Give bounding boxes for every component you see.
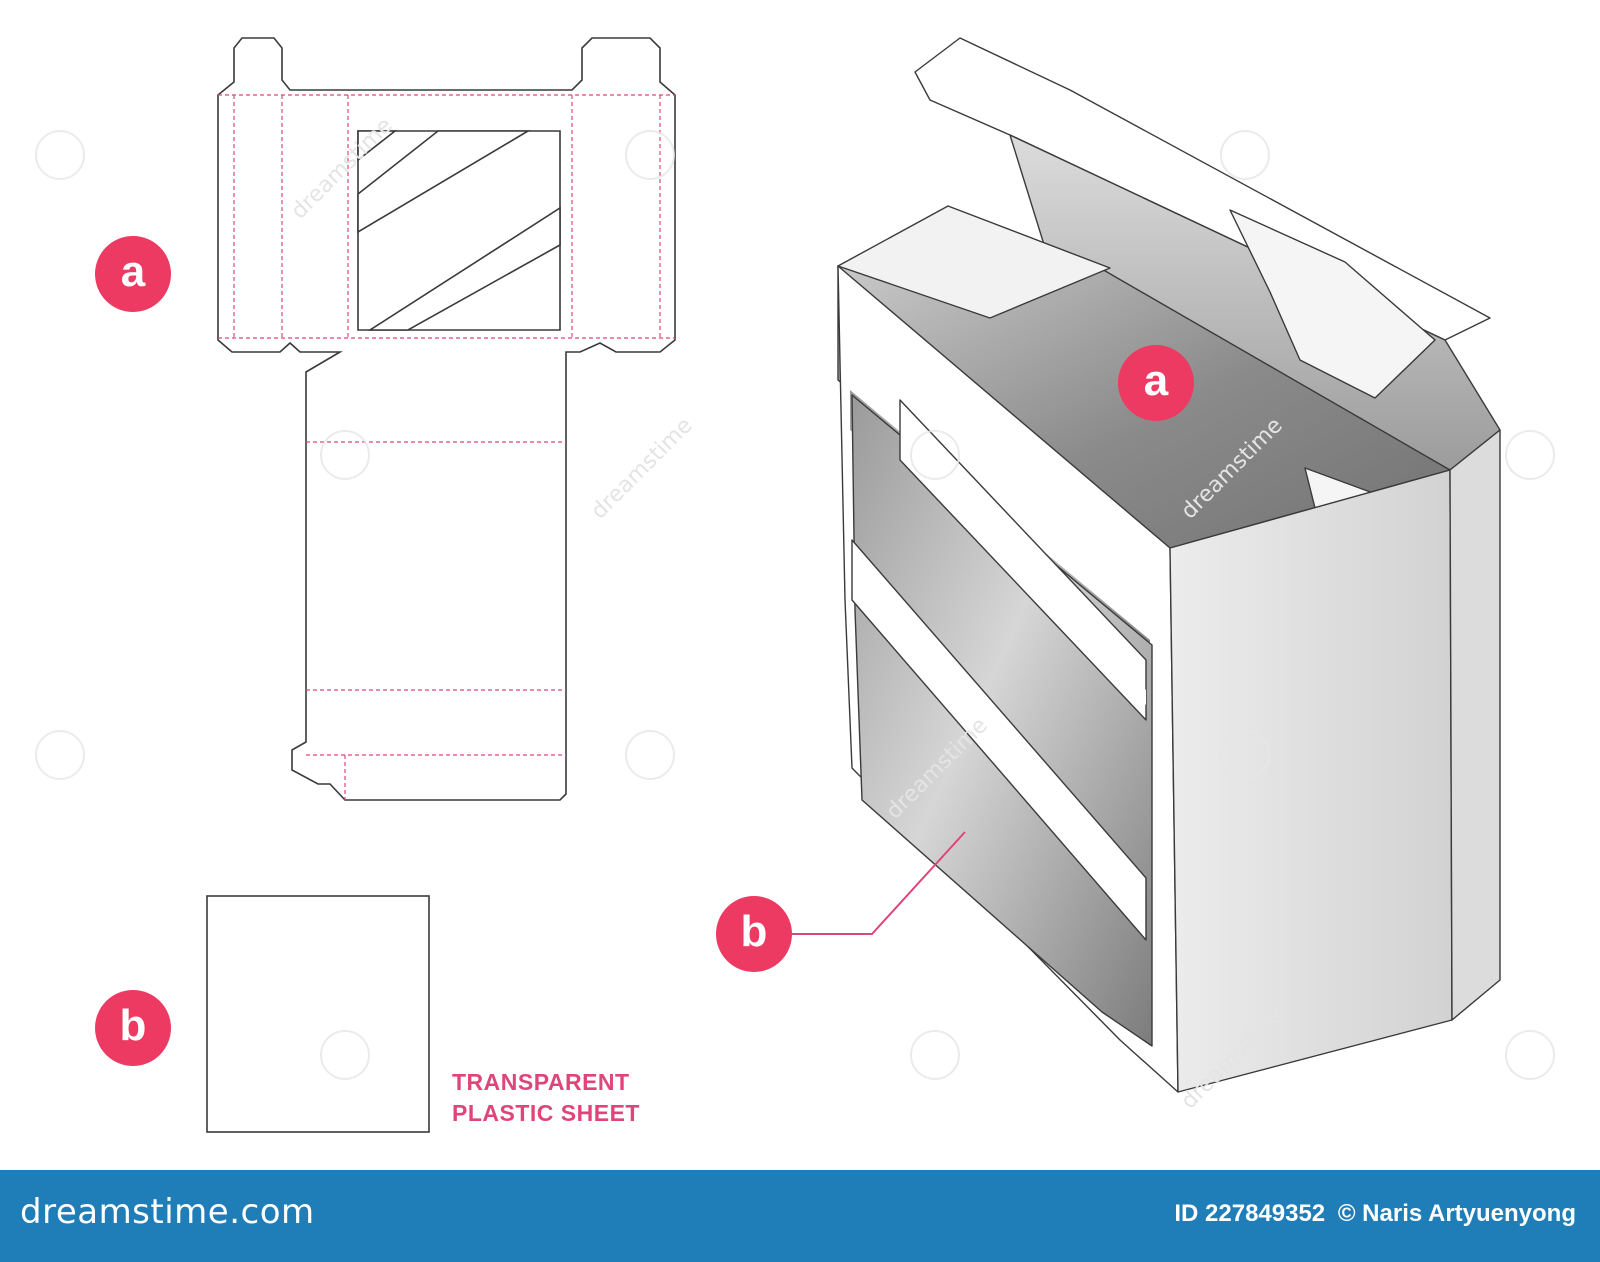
dieline-creases: [218, 94, 675, 800]
footer-logo: dreamstime.com: [20, 1192, 315, 1232]
box-slat-3: [930, 455, 1146, 705]
caption-line-1: TRANSPARENT: [452, 1069, 630, 1095]
dieline-window-slat-2: [357, 130, 531, 234]
label-a-dieline: a: [95, 236, 171, 312]
dieline-window-slat-3: [367, 206, 561, 331]
watermark: [35, 130, 1555, 1080]
box-flap-left: [837, 205, 1111, 319]
box-slat-1: [851, 539, 1147, 941]
caption-line-2: PLASTIC SHEET: [452, 1100, 640, 1126]
footer-image-id: ID 227849352: [1174, 1200, 1326, 1227]
watermark-text: dreamstime: [587, 413, 698, 524]
pointer-line-b: [792, 831, 966, 935]
label-b-sheet: b: [95, 990, 171, 1066]
dieline-outer-cut: [217, 37, 676, 801]
box-side-edge: [1449, 429, 1501, 1021]
box-side-face: [1169, 469, 1453, 1093]
box-flap-right: [1229, 209, 1436, 399]
diagram-canvas: dreamstime dreamstime dreamstime dreamst…: [35, 37, 1555, 1133]
label-b-box: b: [716, 896, 792, 972]
label-a-box: a: [1118, 345, 1194, 421]
box-3d: [837, 37, 1501, 1093]
dieline-window-slat-1: [357, 130, 398, 162]
footer-author: © Naris Artyuenyong: [1337, 1200, 1576, 1227]
plastic-sheet: [206, 895, 430, 1133]
dieline-a: [217, 37, 676, 801]
footer-bar: dreamstime.com ID 227849352 © Naris Arty…: [0, 1170, 1600, 1262]
footer-credit: ID 227849352 © Naris Artyuenyong: [1168, 1200, 1576, 1228]
